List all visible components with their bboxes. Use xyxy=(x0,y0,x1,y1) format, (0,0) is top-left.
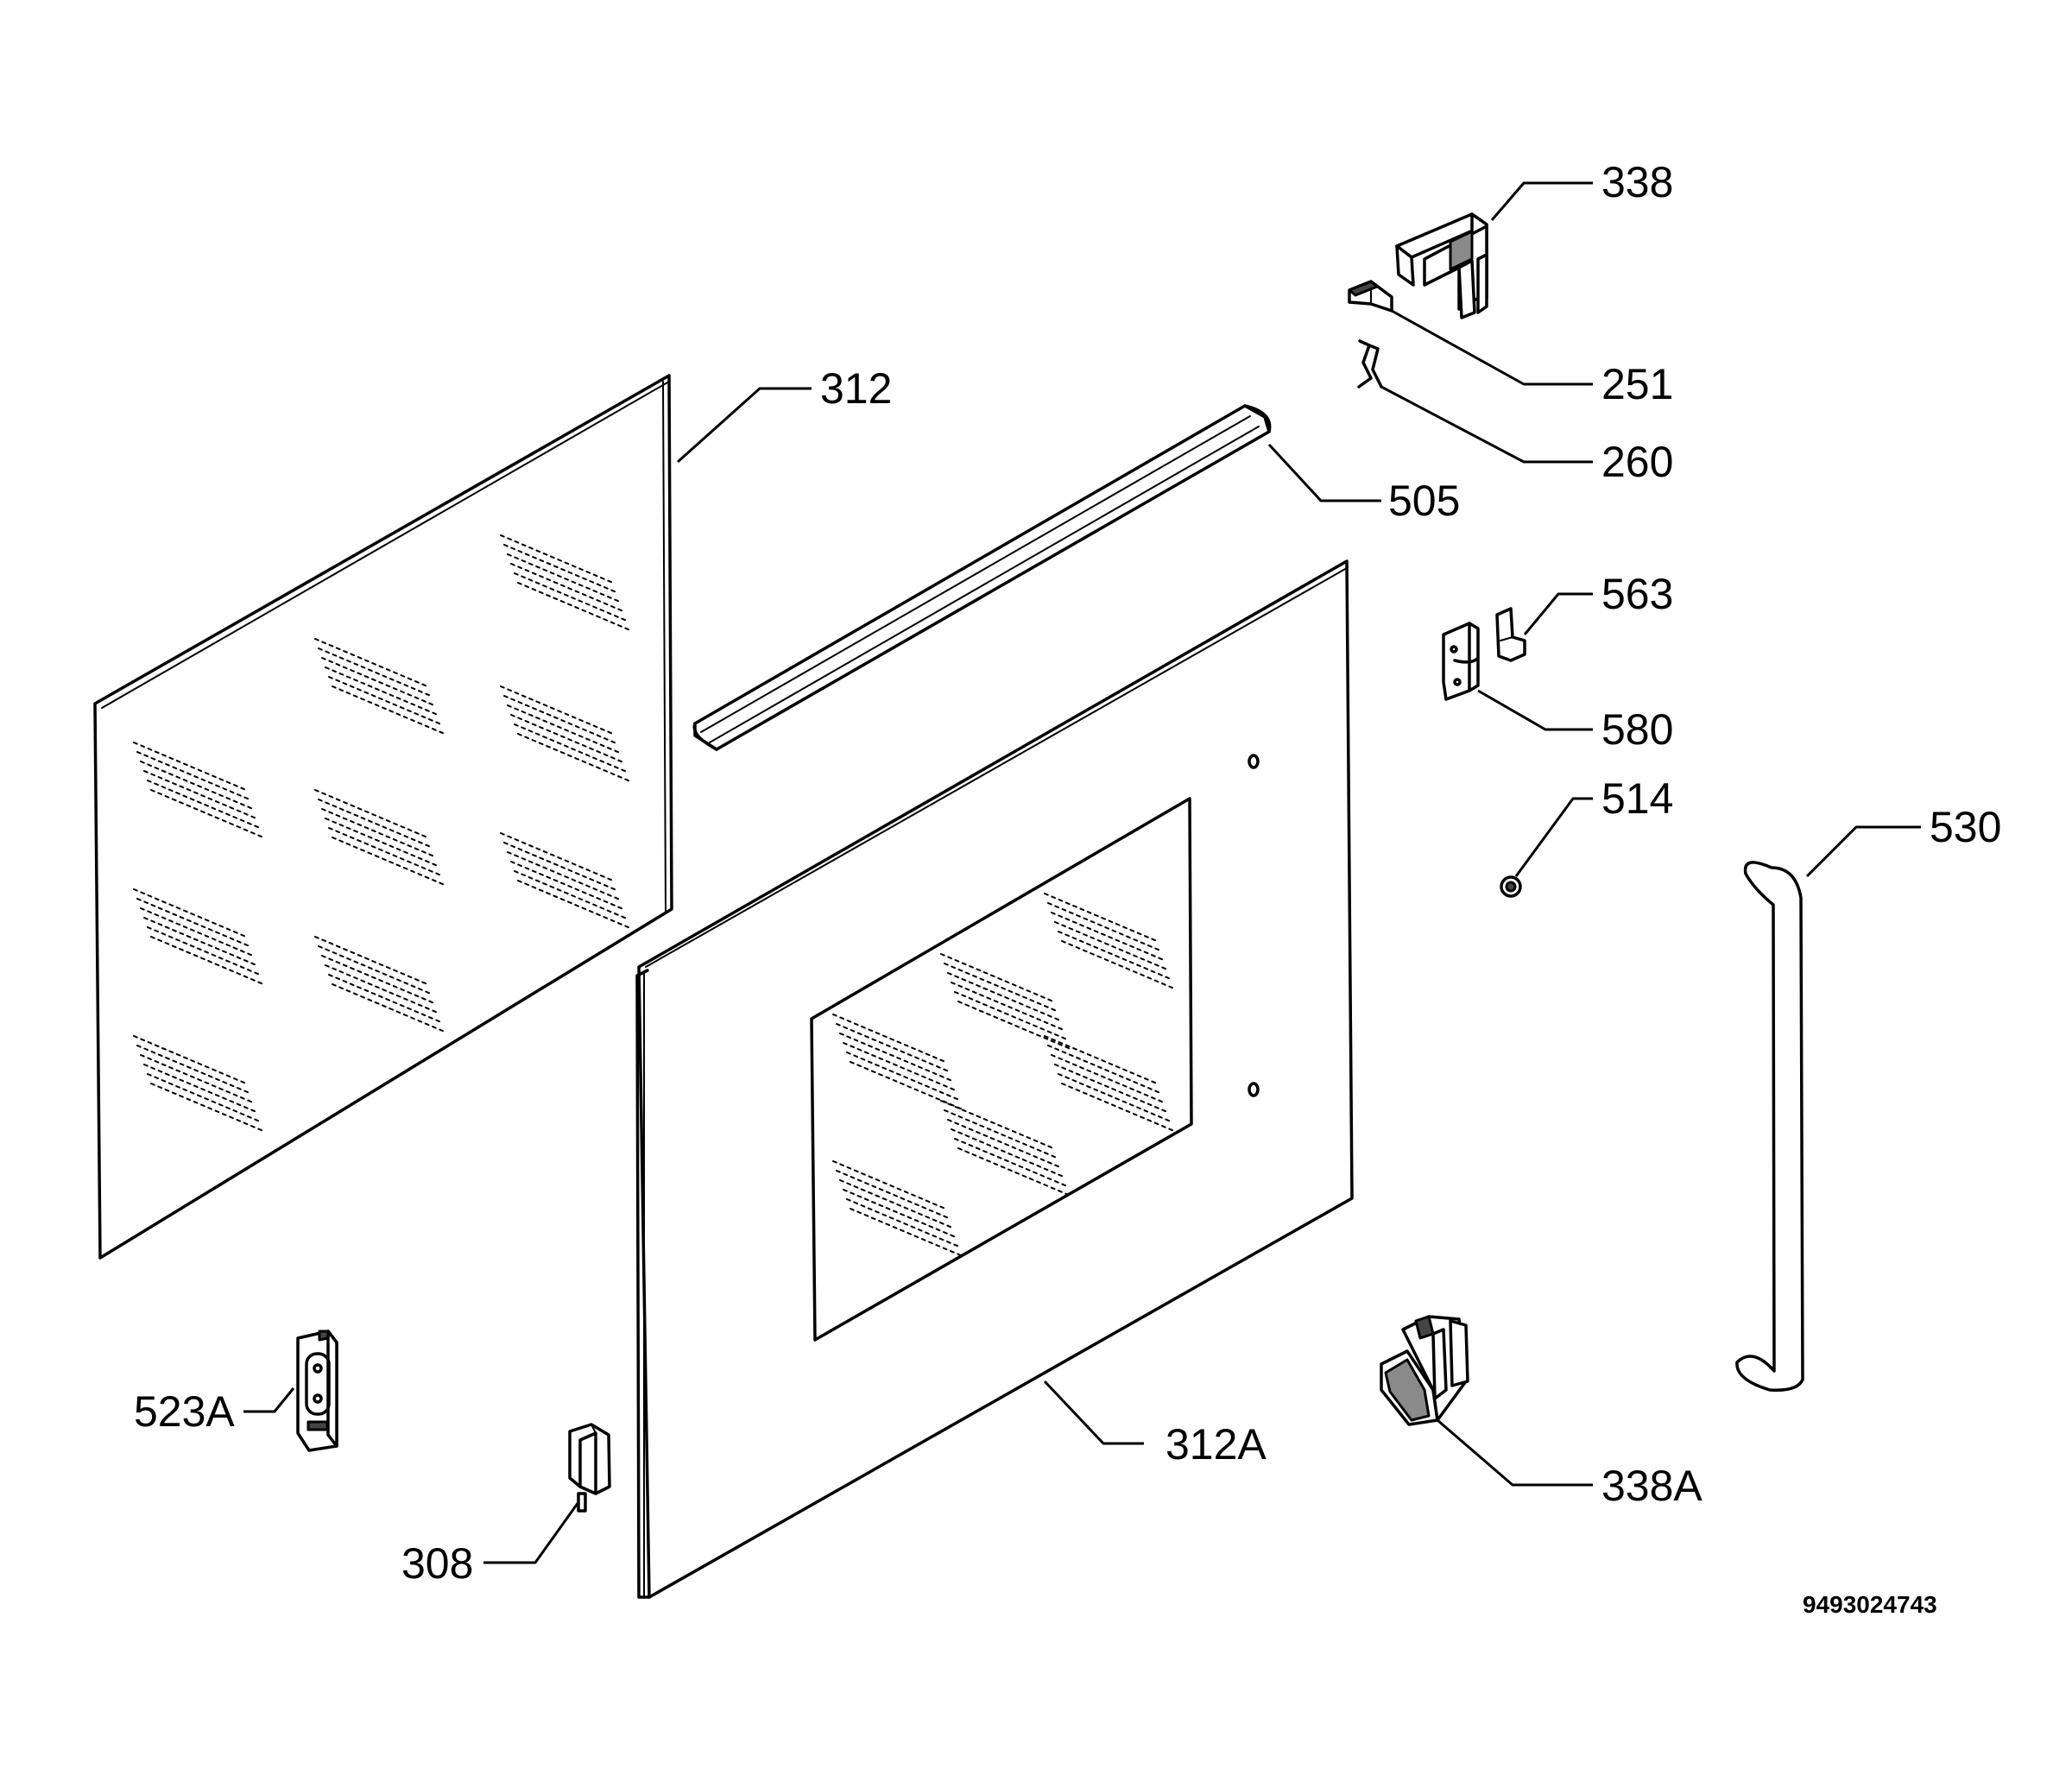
label-308: 308 xyxy=(401,1539,473,1588)
label-580: 580 xyxy=(1601,705,1673,754)
label-563: 563 xyxy=(1601,570,1673,618)
label-312: 312 xyxy=(820,364,892,413)
outer-door-glass xyxy=(635,559,1354,1599)
label-514: 514 xyxy=(1601,774,1673,823)
label-338: 338 xyxy=(1601,158,1673,206)
hinge-holder xyxy=(296,1330,338,1452)
label-523a: 523A xyxy=(134,1387,235,1436)
document-number: 9493024743 xyxy=(1803,1591,1937,1618)
bottom-hinge-cover xyxy=(1380,1315,1469,1426)
door-handle xyxy=(1735,861,1804,1392)
spring xyxy=(1357,339,1383,388)
label-312a: 312A xyxy=(1166,1420,1267,1469)
hinge-clip xyxy=(568,1423,611,1513)
inner-glass-panel xyxy=(93,374,673,1260)
top-trim-profile xyxy=(692,404,1272,751)
label-251: 251 xyxy=(1601,360,1673,408)
screw xyxy=(1500,875,1522,898)
callout-labels: 338 251 260 312 505 563 580 514 530 523A… xyxy=(134,158,2001,1588)
bracket-563 xyxy=(1495,607,1526,662)
top-hinge-cover xyxy=(1395,212,1488,319)
leader-lines xyxy=(243,181,1921,1564)
label-530: 530 xyxy=(1930,803,2001,851)
label-338a: 338A xyxy=(1601,1462,1702,1510)
bracket-580 xyxy=(1442,622,1480,701)
small-clip xyxy=(1348,280,1393,313)
label-260: 260 xyxy=(1601,438,1673,486)
label-505: 505 xyxy=(1388,477,1460,525)
